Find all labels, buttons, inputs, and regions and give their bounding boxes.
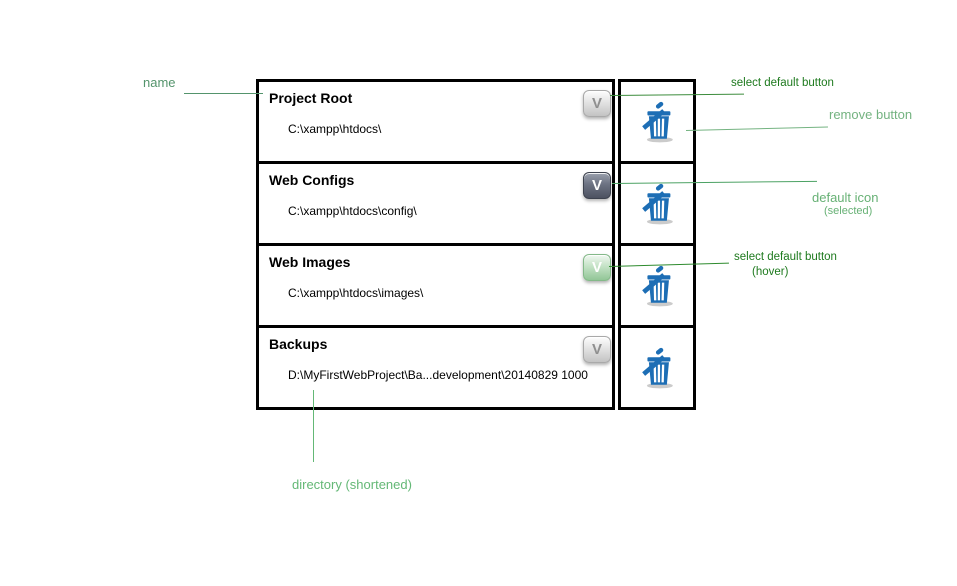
directory-name: Web Configs xyxy=(269,172,355,188)
annotation-directory-label: directory (shortened) xyxy=(292,477,412,492)
trash-icon[interactable] xyxy=(635,181,679,227)
remove-cell xyxy=(618,161,696,246)
annotation-directory-line xyxy=(313,390,314,462)
annotation-select-default-label: select default button xyxy=(731,77,834,89)
directory-name: Project Root xyxy=(269,90,353,106)
annotation-hover-label: select default button xyxy=(734,251,837,263)
directory-name: Web Images xyxy=(269,254,351,270)
select-default-button-hover[interactable]: V xyxy=(583,254,611,281)
directory-path: D:\MyFirstWebProject\Ba...development\20… xyxy=(288,368,588,382)
select-default-button[interactable]: V xyxy=(583,336,611,363)
annotation-name-line xyxy=(184,93,263,94)
annotation-remove-button-line xyxy=(685,126,828,131)
annotation-default-icon-label: default icon xyxy=(812,190,879,205)
directory-entry-box: Web Configs C:\xampp\htdocs\config\ V xyxy=(256,161,615,246)
directory-entry-box: Web Images C:\xampp\htdocs\images\ V xyxy=(256,243,615,328)
annotation-hover-sublabel: (hover) xyxy=(752,266,789,278)
directory-entry-box: Backups D:\MyFirstWebProject\Ba...develo… xyxy=(256,325,615,410)
directory-path: C:\xampp\htdocs\config\ xyxy=(288,204,417,218)
trash-icon[interactable] xyxy=(635,99,679,145)
directory-entry-box: Project Root C:\xampp\htdocs\ V xyxy=(256,79,615,164)
select-default-button[interactable]: V xyxy=(583,90,611,117)
annotation-default-icon-sublabel: (selected) xyxy=(824,205,873,217)
annotation-name-label: name xyxy=(143,75,176,90)
annotation-remove-button-label: remove button xyxy=(829,107,913,122)
directory-path: C:\xampp\htdocs\ xyxy=(288,122,382,136)
directory-name: Backups xyxy=(269,336,328,352)
trash-icon[interactable] xyxy=(635,345,679,391)
directory-path: C:\xampp\htdocs\images\ xyxy=(288,286,424,300)
select-default-button-selected[interactable]: V xyxy=(583,172,611,199)
remove-cell xyxy=(618,325,696,410)
remove-cell xyxy=(618,243,696,328)
remove-cell xyxy=(618,79,696,164)
trash-icon[interactable] xyxy=(635,263,679,309)
